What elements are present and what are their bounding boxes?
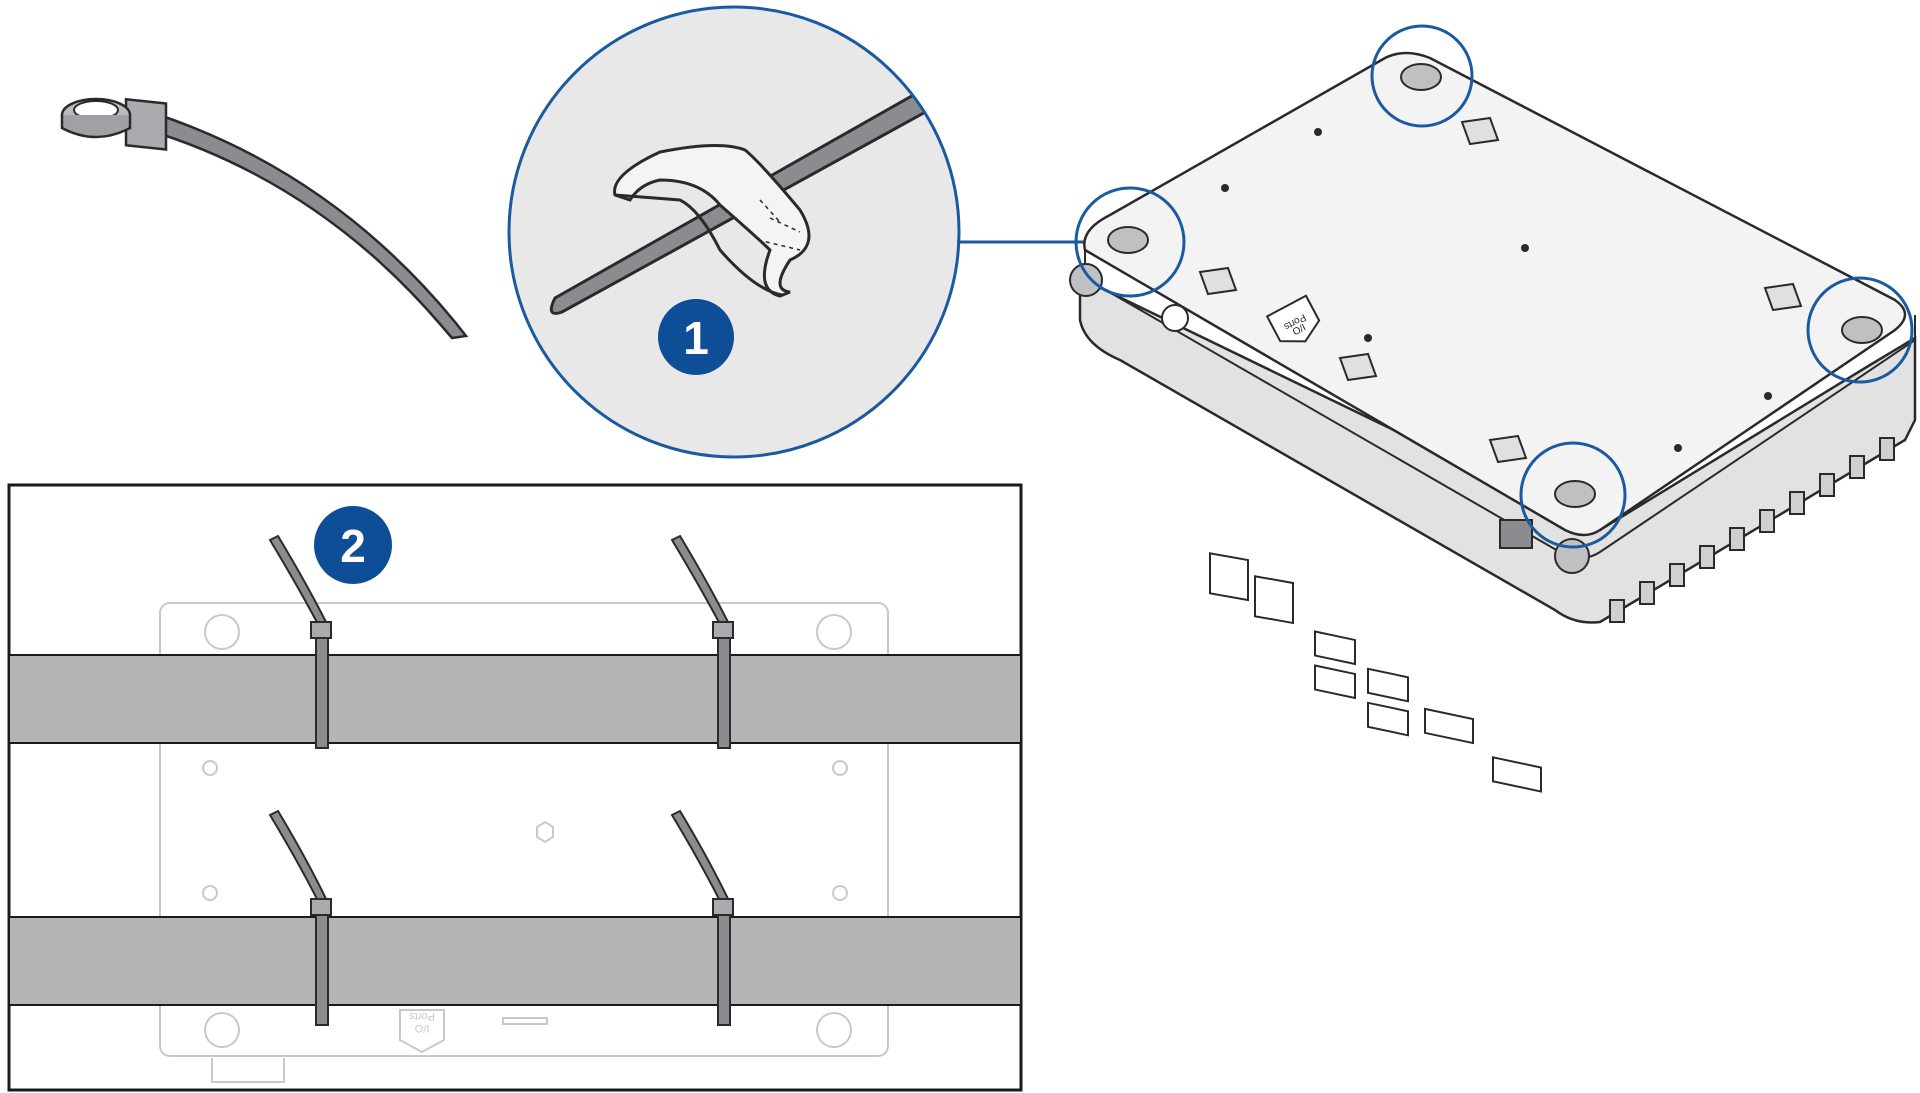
- panel-io-line2: Ports: [409, 1010, 435, 1022]
- strap-top: [8, 654, 1022, 744]
- mounting-panel: I/O Ports: [7, 483, 1023, 1092]
- cable-tie-icon: [60, 97, 469, 340]
- cable-tie-icon: [268, 534, 734, 1026]
- port-icon: [1161, 304, 1542, 793]
- panel-io-line1: I/O: [414, 1022, 429, 1034]
- step-1-badge: 1: [658, 299, 734, 375]
- screw-icon: [1107, 63, 1883, 508]
- mini-pc-device: I/O Ports: [1069, 24, 1917, 793]
- step-2-number: 2: [340, 520, 366, 572]
- screw-highlight-ring: [1074, 24, 1914, 549]
- io-ports-label: I/O Ports: [1265, 294, 1321, 343]
- step-2-badge: 2: [314, 506, 392, 584]
- step-1-number: 1: [683, 312, 709, 364]
- antenna-connector: [1069, 263, 1103, 297]
- strap-bottom: [8, 916, 1022, 1006]
- tie-slot: [1198, 116, 1803, 464]
- zoom-callout: [507, 5, 1095, 459]
